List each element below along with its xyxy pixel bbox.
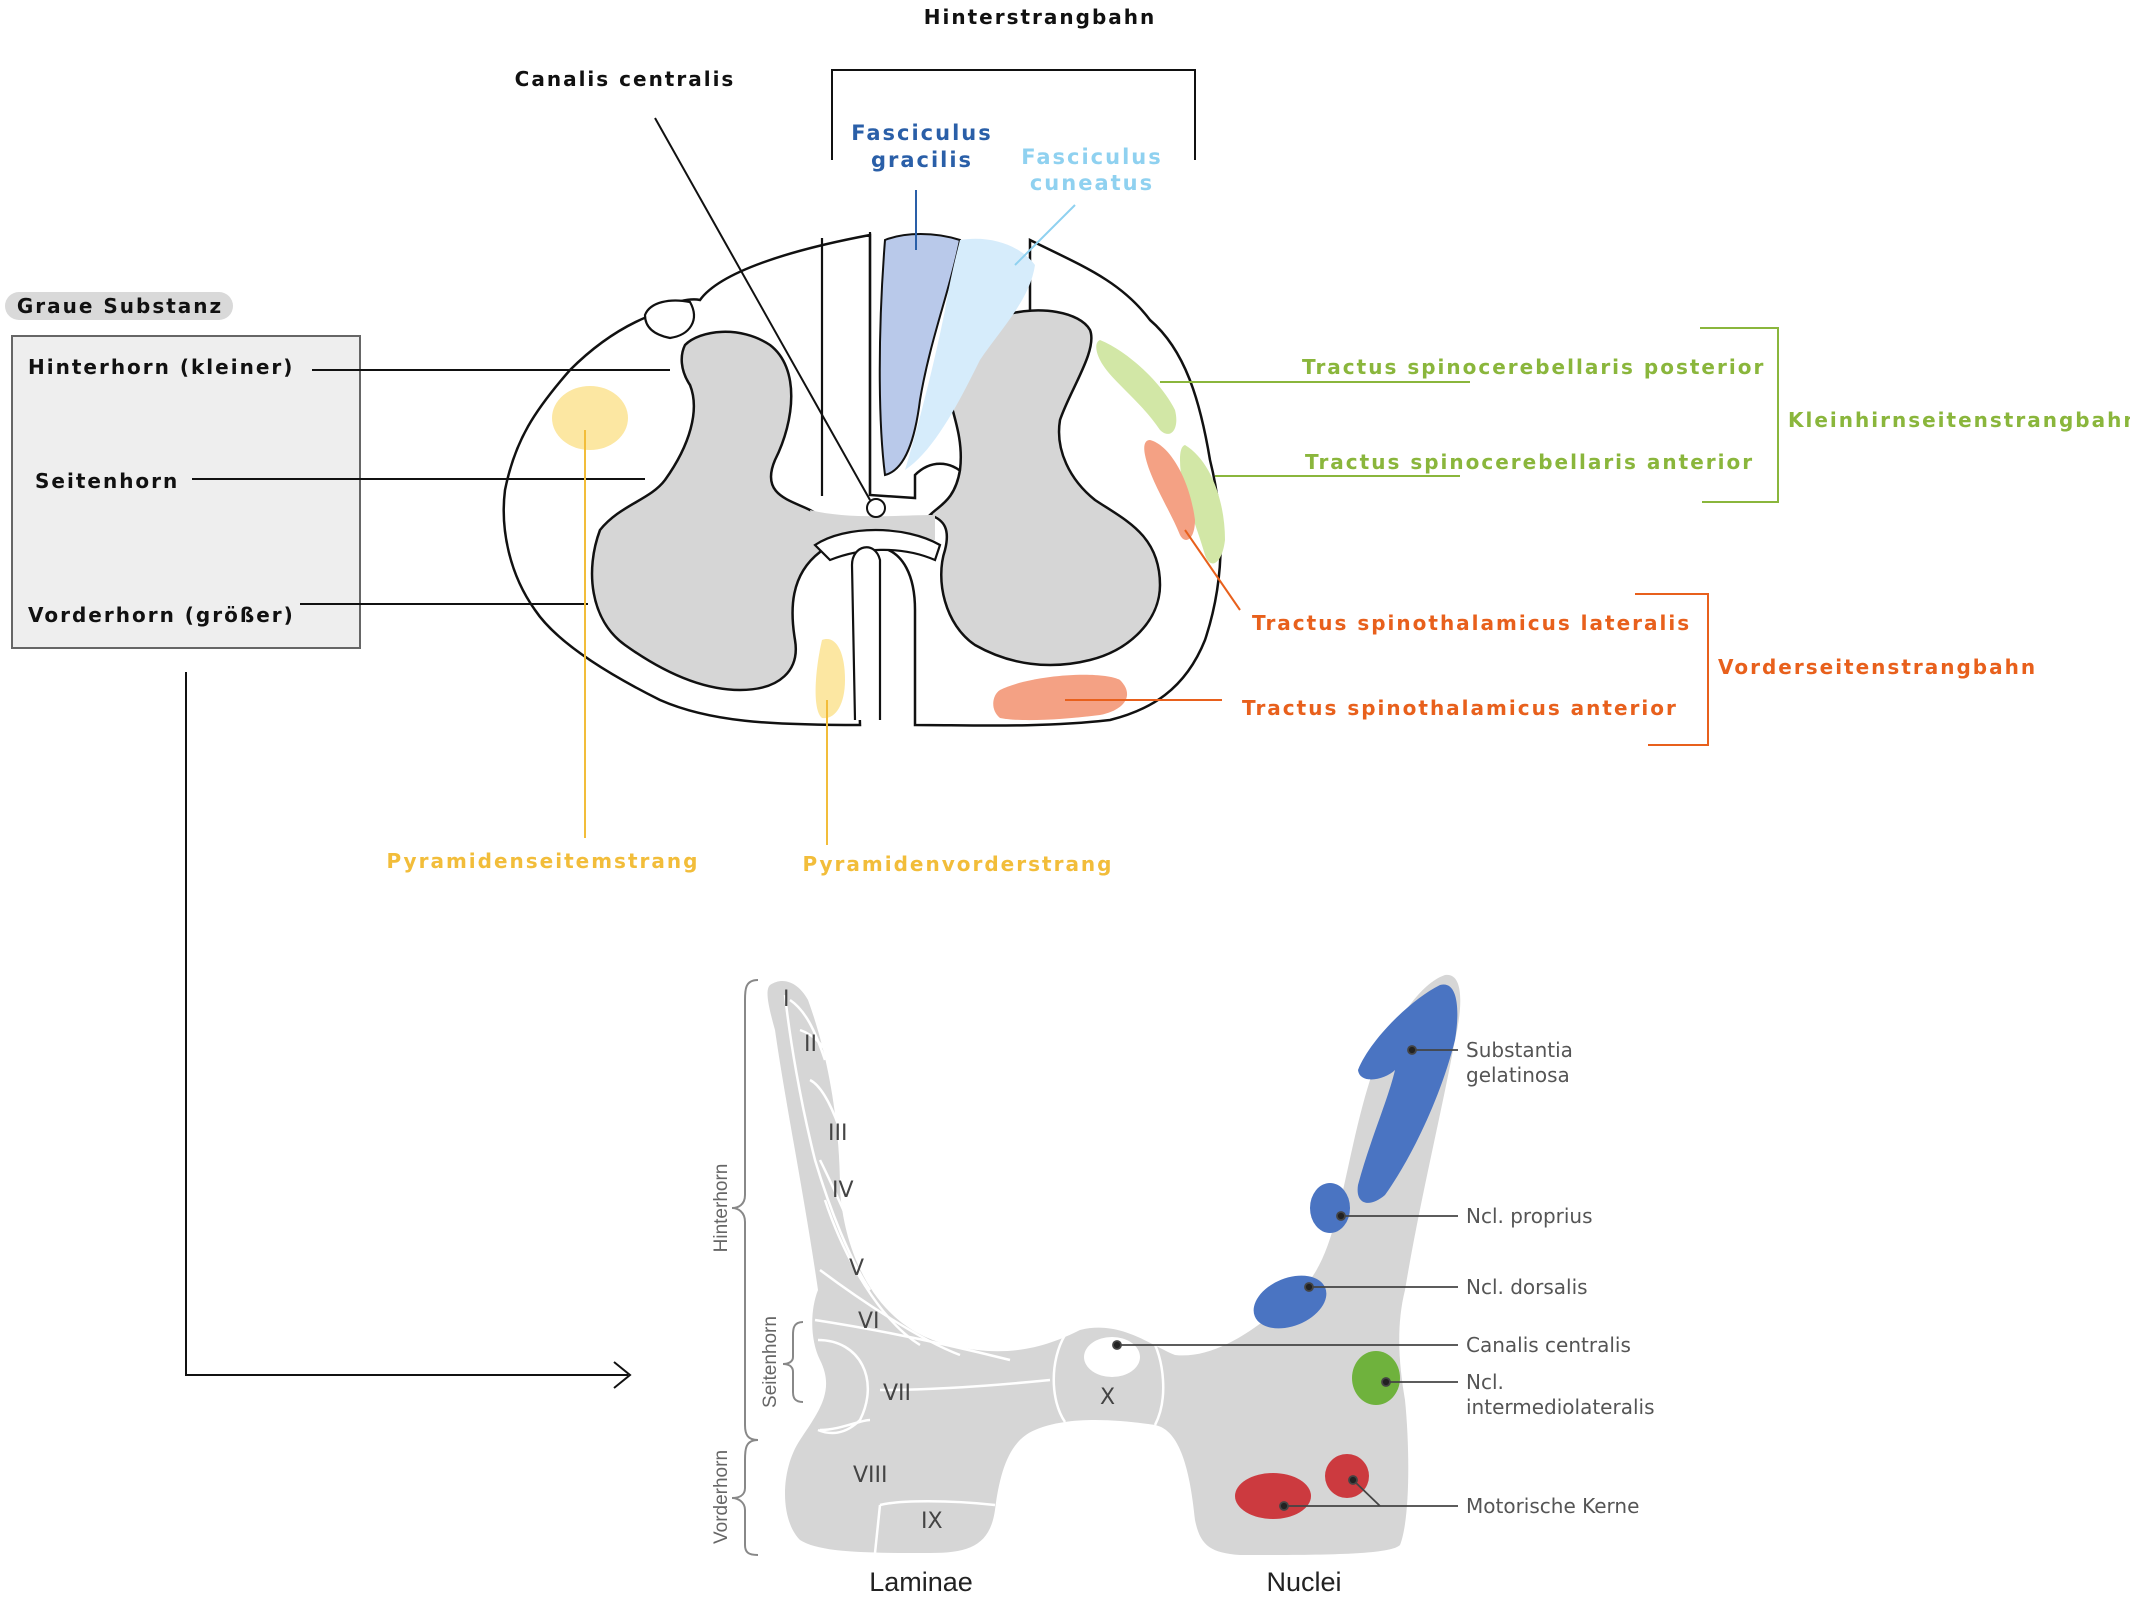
brace-vorderhorn-label: Vorderhorn <box>711 1450 732 1544</box>
lamina-VII: VII <box>883 1381 911 1406</box>
gray-matter-detail-shape <box>767 974 1461 1555</box>
canalis-centralis-label: Canalis centralis <box>515 67 736 91</box>
tractus-sc-posterior-area <box>1096 340 1177 434</box>
hinterstrangbahn-bracket <box>831 69 1196 160</box>
fasciculus-gracilis-label-1: Fasciculus <box>851 121 992 145</box>
dorsal-left-flap <box>643 299 696 340</box>
lamina-X: X <box>1100 1385 1115 1410</box>
hinterstrangbahn-label: Hinterstrangbahn <box>924 5 1157 29</box>
lamina-I: I <box>783 987 790 1012</box>
canalis-centralis-oval <box>1084 1337 1140 1377</box>
motorische-kerne-label: Motorische Kerne <box>1466 1494 1639 1518</box>
vorderhorn-brace <box>731 1439 759 1556</box>
kleinhirnseitenstrangbahn-label: Kleinhirnseitenstrangbahn <box>1788 408 2130 432</box>
lamina-V: V <box>849 1256 864 1281</box>
lamina-II: II <box>804 1032 817 1057</box>
canalis-centralis-circle <box>866 498 886 518</box>
footer-nuclei-label: Nuclei <box>1266 1567 1341 1597</box>
substantia-gelatinosa-label-1: Substantia <box>1466 1038 1573 1062</box>
lamina-VIII: VIII <box>853 1463 888 1488</box>
ncl-proprius-area <box>1310 1183 1350 1233</box>
seitenhorn-label: Seitenhorn <box>35 469 179 493</box>
graue-substanz-badge <box>5 292 233 320</box>
tractus-st-lateralis-label: Tractus spinothalamicus lateralis <box>1252 611 1691 635</box>
fasciculus-gracilis-area <box>878 233 962 477</box>
fasciculus-cuneatus-label-1: Fasciculus <box>1021 145 1162 169</box>
vorderseitenstrangbahn-label: Vorderseitenstrangbahn <box>1718 655 2037 679</box>
pyramidenvorderstrang-label: Pyramidenvorderstrang <box>802 852 1113 876</box>
graue-substanz-label: Graue Substanz <box>17 294 223 318</box>
ncl-intermediolateralis-label-1: Ncl. <box>1466 1370 1504 1394</box>
zoom-arrow-line <box>185 672 628 1376</box>
laminae-numerals: I II III IV V VI VII VIII IX X <box>783 987 1115 1534</box>
lamina-IV: IV <box>832 1178 854 1203</box>
dorsal-median-septum <box>820 232 872 496</box>
nuclei-leaders <box>1112 1045 1458 1511</box>
laminae-lines <box>783 994 1165 1554</box>
nuclei-labels: Substantia gelatinosa Ncl. proprius Ncl.… <box>1466 1038 1655 1518</box>
substantia-gelatinosa-label-2: gelatinosa <box>1466 1063 1570 1087</box>
substantia-gelatinosa-area <box>1357 984 1458 1203</box>
gray-matter-legend-box <box>11 335 361 649</box>
tractus-st-anterior-label: Tractus spinothalamicus anterior <box>1242 696 1678 720</box>
tractus-st-lateralis-area <box>1144 440 1195 540</box>
st-lateralis-leader <box>1184 529 1241 611</box>
motorische-kerne-area-1 <box>1235 1473 1311 1519</box>
lamina-III: III <box>828 1121 847 1146</box>
ncl-intermediolateralis-label-2: intermediolateralis <box>1466 1395 1655 1419</box>
lamina-VI: VI <box>858 1309 880 1334</box>
hinterhorn-label: Hinterhorn (kleiner) <box>28 355 294 379</box>
canalis-centralis-leader <box>654 117 871 501</box>
seitenhorn-brace <box>782 1321 804 1403</box>
zoom-arrow-head <box>613 1361 632 1389</box>
footer-laminae-label: Laminae <box>869 1567 973 1597</box>
gray-matter-left <box>590 330 828 692</box>
cuneatus-leader <box>1014 204 1076 266</box>
ncl-proprius-label: Ncl. proprius <box>1466 1204 1593 1228</box>
top-cross-section: Hinterstrangbahn Canalis centralis Fasci… <box>5 5 2130 1389</box>
pyramidenseitenstrang-area <box>552 386 628 450</box>
ncl-intermediolateralis-area <box>1352 1351 1400 1405</box>
kleinhirn-bracket <box>1700 327 1779 503</box>
vorderseiten-bracket <box>1635 593 1709 746</box>
vorderhorn-label: Vorderhorn (größer) <box>28 603 295 627</box>
pyramidenvorderstrang-area <box>815 639 845 719</box>
tractus-sc-posterior-label: Tractus spinocerebellaris posterior <box>1302 355 1765 379</box>
bottom-gray-matter-detail: I II III IV V VI VII VIII IX X Hinterhor… <box>711 974 1655 1597</box>
horn-braces <box>731 979 804 1556</box>
motorische-kerne-area-2 <box>1325 1454 1369 1498</box>
tractus-sc-anterior-area <box>1180 445 1225 564</box>
fasciculus-gracilis-label-2: gracilis <box>871 148 973 172</box>
brace-hinterhorn-label: Hinterhorn <box>711 1164 732 1253</box>
pyramidenseitenstrang-label: Pyramidenseitemstrang <box>387 849 700 873</box>
brace-seitenhorn-label: Seitenhorn <box>760 1316 781 1408</box>
tractus-sc-anterior-label: Tractus spinocerebellaris anterior <box>1305 450 1754 474</box>
gray-matter-right <box>927 309 1162 667</box>
lamina-IX: IX <box>921 1509 943 1534</box>
ncl-dorsalis-label: Ncl. dorsalis <box>1466 1275 1588 1299</box>
canalis-centralis-detail-label: Canalis centralis <box>1466 1333 1631 1357</box>
tractus-st-anterior-area <box>993 674 1128 721</box>
ventral-fissure-line <box>850 546 882 721</box>
fasciculus-cuneatus-area <box>905 238 1035 470</box>
fasciculus-cuneatus-label-2: cuneatus <box>1030 171 1154 195</box>
hinterhorn-brace <box>731 979 759 1441</box>
